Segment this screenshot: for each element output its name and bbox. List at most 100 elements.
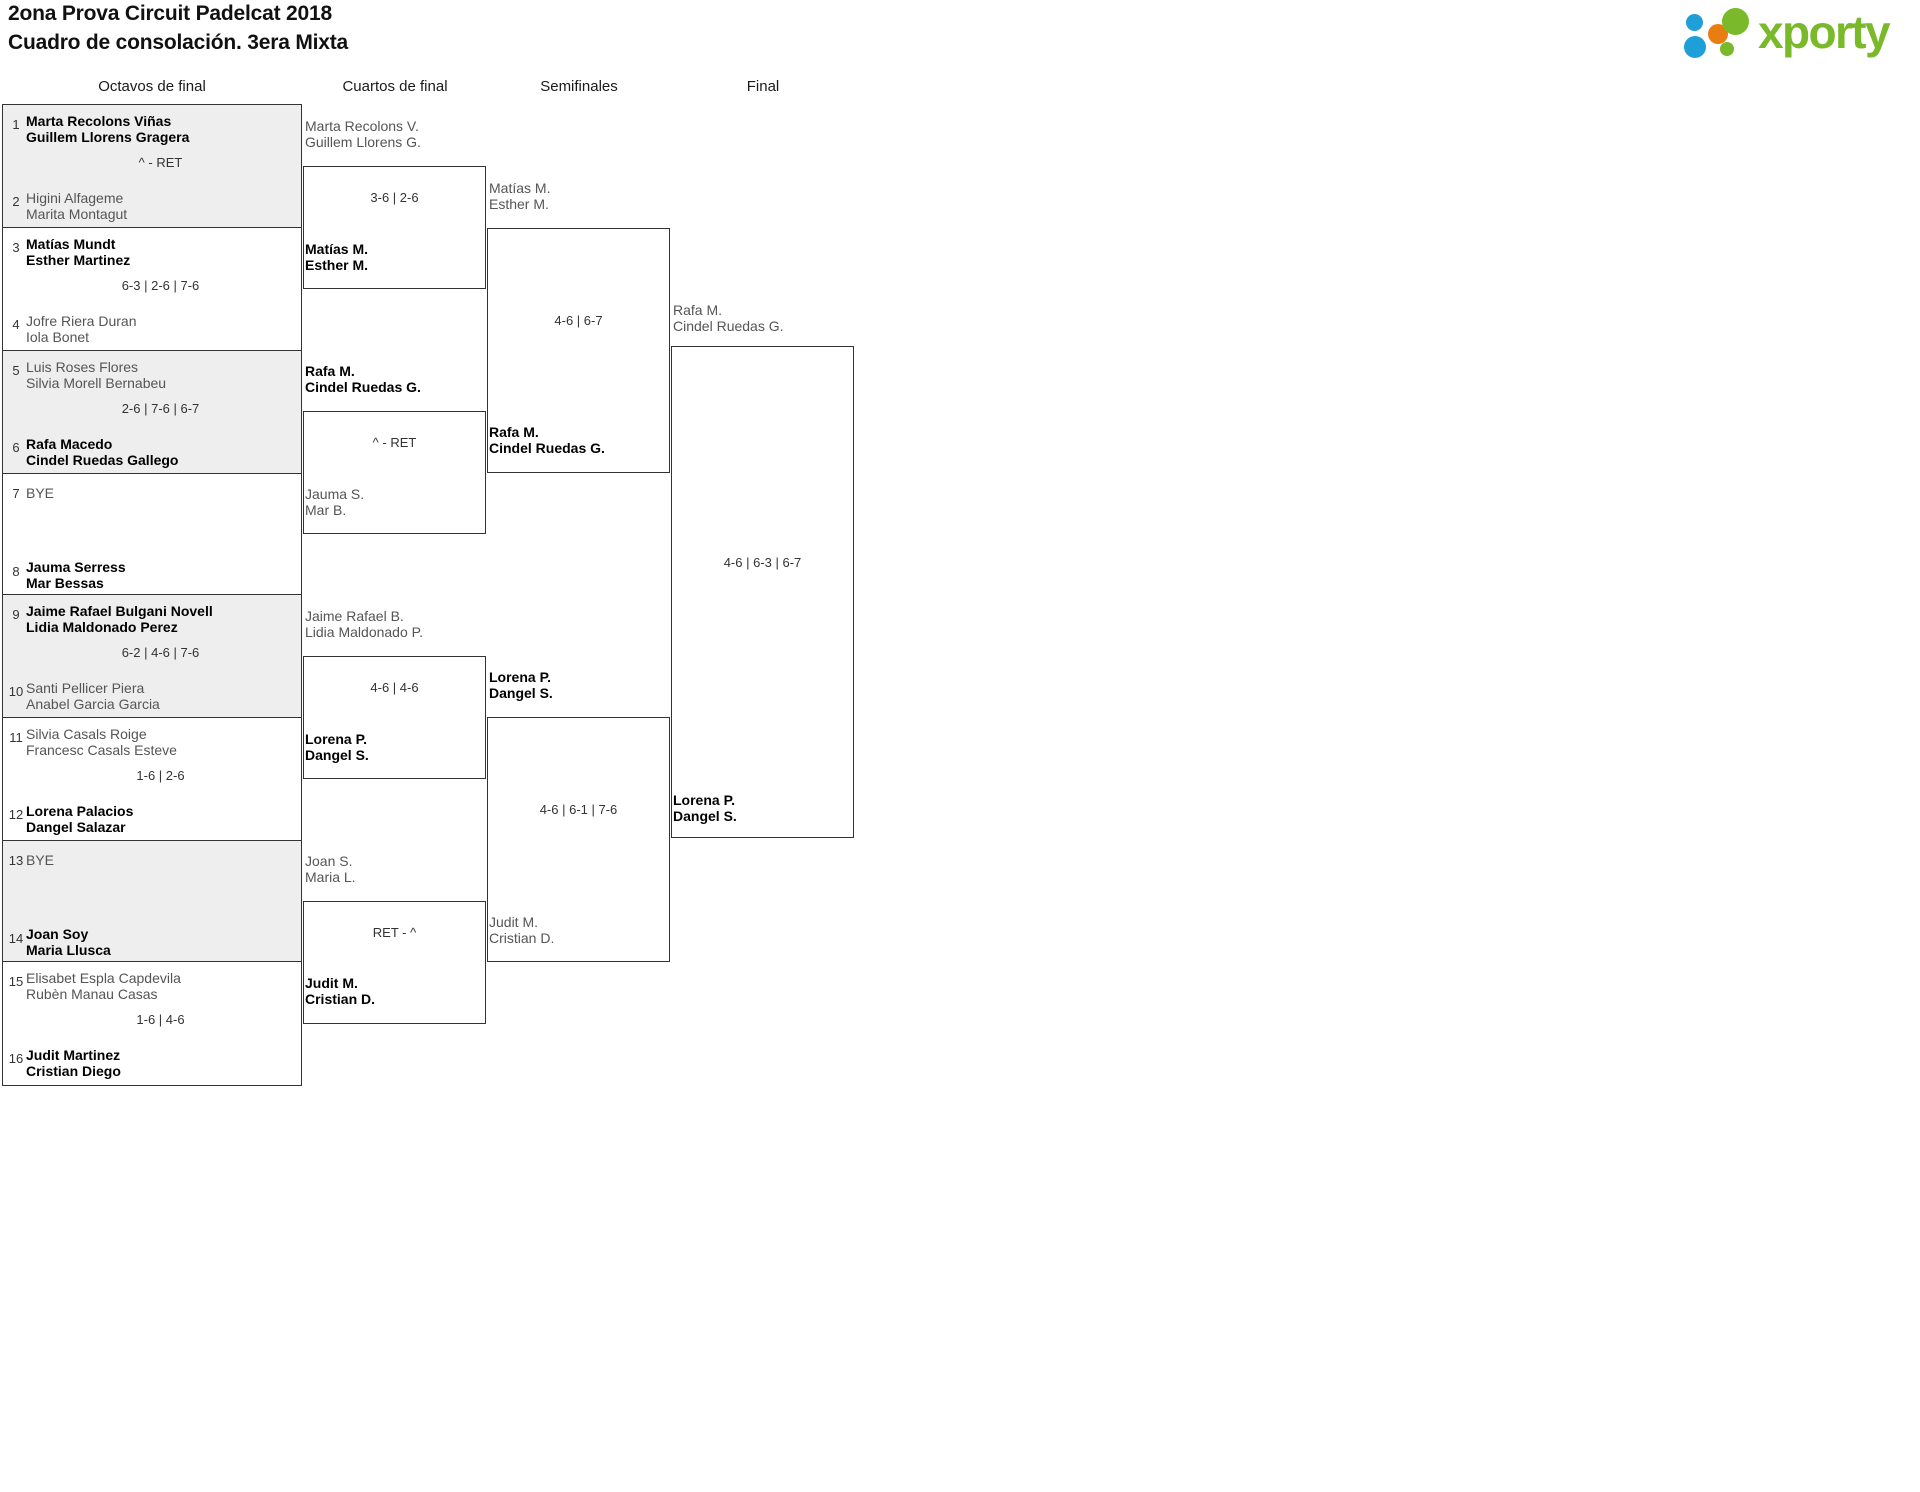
seed-number: 1	[12, 117, 20, 132]
seed-number: 6	[12, 440, 20, 455]
match-row[interactable]: 15 Elisabet Espla Capdevila Rubèn Manau …	[3, 962, 301, 1085]
player-name: Silvia Casals Roige	[26, 726, 147, 742]
seed-number: 10	[8, 684, 24, 699]
player-name: Luis Roses Flores	[26, 359, 139, 375]
player-name: Marta Recolons Viñas	[26, 113, 172, 129]
match-row[interactable]: 5 Luis Roses Flores Silvia Morell Bernab…	[3, 351, 301, 474]
player-name: Lorena P.	[305, 731, 367, 747]
team-entry: Rafa Macedo Cindel Ruedas Gallego	[26, 436, 297, 468]
round-heading-cuartos: Cuartos de final	[342, 78, 448, 95]
player-name: BYE	[26, 485, 55, 501]
team-entry: Rafa M. Cindel Ruedas G.	[489, 424, 605, 456]
seed-number: 16	[8, 1051, 24, 1066]
round-octavos-column: 1 Marta Recolons Viñas Guillem Llorens G…	[2, 104, 302, 1086]
logo-dot-green-large	[1722, 8, 1749, 35]
team-entry: Jauma Serress Mar Bessas	[26, 559, 297, 591]
player-name: Cindel Ruedas G.	[673, 317, 784, 334]
team-entry: Jauma S. Mar B.	[305, 486, 365, 518]
seed-number: 8	[12, 564, 20, 579]
match-score: 3-6 | 2-6	[370, 190, 419, 205]
logo-dot-green-small	[1720, 42, 1734, 56]
player-name: Cristian D.	[489, 929, 555, 946]
player-name: Esther M.	[305, 256, 369, 273]
match-score: 6-2 | 4-6 | 7-6	[121, 645, 200, 660]
match-connector[interactable]: 4-6 | 6-7	[487, 228, 670, 473]
team-entry: Judit Martinez Cristian Diego	[26, 1047, 297, 1079]
match-connector[interactable]: 4-6 | 6-1 | 7-6	[487, 717, 670, 962]
team-entry: Marta Recolons V. Guillem Llorens G.	[305, 118, 421, 150]
player-name: Santi Pellicer Piera	[26, 680, 145, 696]
team-entry: Joan S. Maria L.	[305, 853, 356, 885]
player-name: Guillem Llorens G.	[305, 133, 421, 150]
player-name: Mar Bessas	[26, 574, 104, 591]
player-name: Jauma Serress	[26, 559, 126, 575]
match-connector[interactable]: 4-6 | 4-6	[303, 656, 486, 779]
round-heading-final: Final	[746, 78, 780, 95]
match-connector[interactable]: 3-6 | 2-6	[303, 166, 486, 289]
match-score: 4-6 | 4-6	[370, 680, 419, 695]
player-name: Cindel Ruedas Gallego	[26, 451, 179, 468]
match-row[interactable]: 3 Matías Mundt Esther Martinez 6-3 | 2-6…	[3, 228, 301, 351]
bracket-subtitle: Cuadro de consolación. 3era Mixta	[8, 31, 348, 54]
player-name: Maria L.	[305, 868, 356, 885]
round-heading-semifinales: Semifinales	[540, 78, 618, 95]
player-name: Joan Soy	[26, 926, 89, 942]
player-name: Guillem Llorens Gragera	[26, 128, 190, 145]
team-entry: Silvia Casals Roige Francesc Casals Este…	[26, 726, 297, 758]
round-heading-octavos: Octavos de final	[98, 78, 206, 95]
player-name: Rafa M.	[673, 302, 723, 318]
seed-number: 2	[12, 194, 20, 209]
match-row[interactable]: 7 BYE 8 Jauma Serress Mar Bessas	[3, 474, 301, 595]
team-entry: Higini Alfageme Marita Montagut	[26, 190, 297, 222]
team-entry: Matías M. Esther M.	[305, 241, 369, 273]
bye-label: BYE	[26, 852, 297, 869]
team-entry: Lorena P. Dangel S.	[489, 669, 553, 701]
player-name: Jaime Rafael Bulgani Novell	[26, 603, 213, 619]
team-entry: Santi Pellicer Piera Anabel Garcia Garci…	[26, 680, 297, 712]
match-row[interactable]: 11 Silvia Casals Roige Francesc Casals E…	[3, 718, 301, 841]
match-connector[interactable]: ^ - RET	[303, 411, 486, 534]
player-name: Jofre Riera Duran	[26, 313, 137, 329]
seed-number: 9	[12, 607, 20, 622]
player-name: Judit M.	[489, 914, 539, 930]
player-name: Marta Recolons V.	[305, 118, 419, 134]
logo-wordmark: xporty	[1758, 6, 1891, 58]
match-score: 4-6 | 6-3 | 6-7	[723, 555, 802, 570]
player-name: Jauma S.	[305, 486, 365, 502]
team-entry: Marta Recolons Viñas Guillem Llorens Gra…	[26, 113, 297, 145]
seed-number: 15	[8, 974, 24, 989]
team-entry: Rafa M. Cindel Ruedas G.	[673, 302, 784, 334]
player-name: Jaime Rafael B.	[305, 608, 404, 624]
player-name: Rafa M.	[489, 424, 539, 440]
match-connector[interactable]: 4-6 | 6-3 | 6-7	[671, 346, 854, 838]
player-name: Matías Mundt	[26, 236, 116, 252]
player-name: Esther Martinez	[26, 251, 131, 268]
match-row[interactable]: 9 Jaime Rafael Bulgani Novell Lidia Mald…	[3, 595, 301, 718]
player-name: Maria Llusca	[26, 941, 111, 958]
bye-label: BYE	[26, 485, 297, 502]
match-score: 4-6 | 6-1 | 7-6	[539, 802, 618, 817]
player-name: Dangel S.	[489, 684, 553, 701]
player-name: Rafa Macedo	[26, 436, 113, 452]
player-name: Joan S.	[305, 853, 353, 869]
player-name: Rubèn Manau Casas	[26, 985, 158, 1002]
team-entry: Luis Roses Flores Silvia Morell Bernabeu	[26, 359, 297, 391]
player-name: Esther M.	[489, 195, 549, 212]
match-connector[interactable]: RET - ^	[303, 901, 486, 1024]
player-name: Judit Martinez	[26, 1047, 121, 1063]
player-name: Elisabet Espla Capdevila	[26, 970, 181, 986]
seed-number: 3	[12, 240, 20, 255]
player-name: Judit M.	[305, 975, 358, 991]
player-name: Matías M.	[489, 180, 551, 196]
match-row[interactable]: 13 BYE 14 Joan Soy Maria Llusca	[3, 841, 301, 962]
match-row[interactable]: 1 Marta Recolons Viñas Guillem Llorens G…	[3, 105, 301, 228]
team-entry: Joan Soy Maria Llusca	[26, 926, 297, 958]
seed-number: 5	[12, 363, 20, 378]
match-score: ^ - RET	[138, 155, 183, 170]
player-name: Lorena P.	[673, 792, 735, 808]
player-name: Francesc Casals Esteve	[26, 741, 177, 758]
player-name: Rafa M.	[305, 363, 355, 379]
team-entry: Jaime Rafael Bulgani Novell Lidia Maldon…	[26, 603, 297, 635]
player-name: Matías M.	[305, 241, 369, 257]
team-entry: Judit M. Cristian D.	[305, 975, 375, 1007]
